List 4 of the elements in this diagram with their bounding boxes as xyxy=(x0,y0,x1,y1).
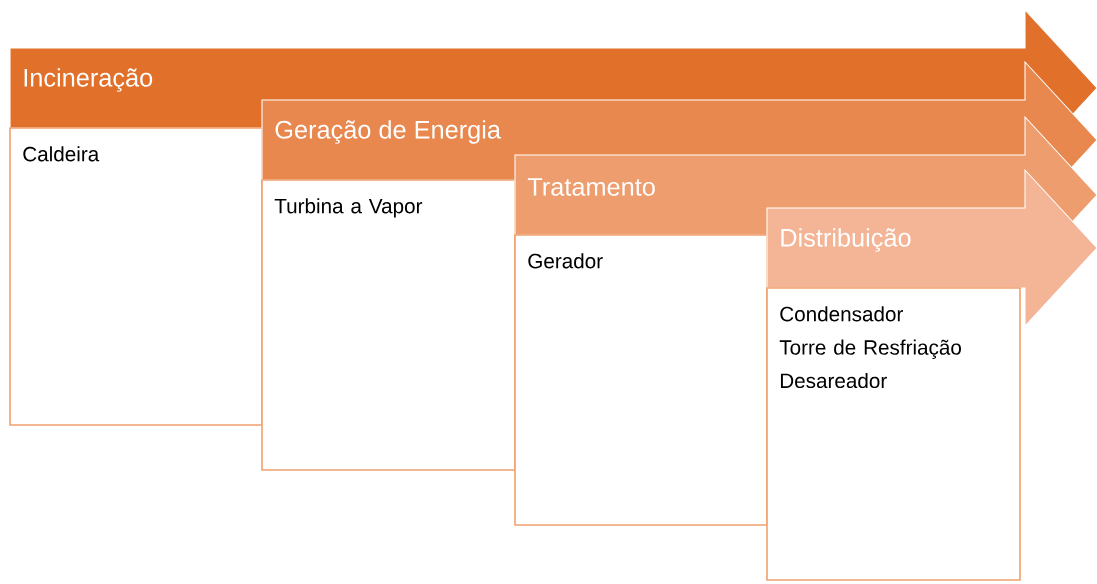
text-box: Condensador Torre de Resfriação Desareador xyxy=(766,287,1021,581)
text-box: Caldeira xyxy=(9,127,263,426)
text-box: Turbina a Vapor xyxy=(261,179,516,471)
text-box: Gerador xyxy=(514,234,768,526)
